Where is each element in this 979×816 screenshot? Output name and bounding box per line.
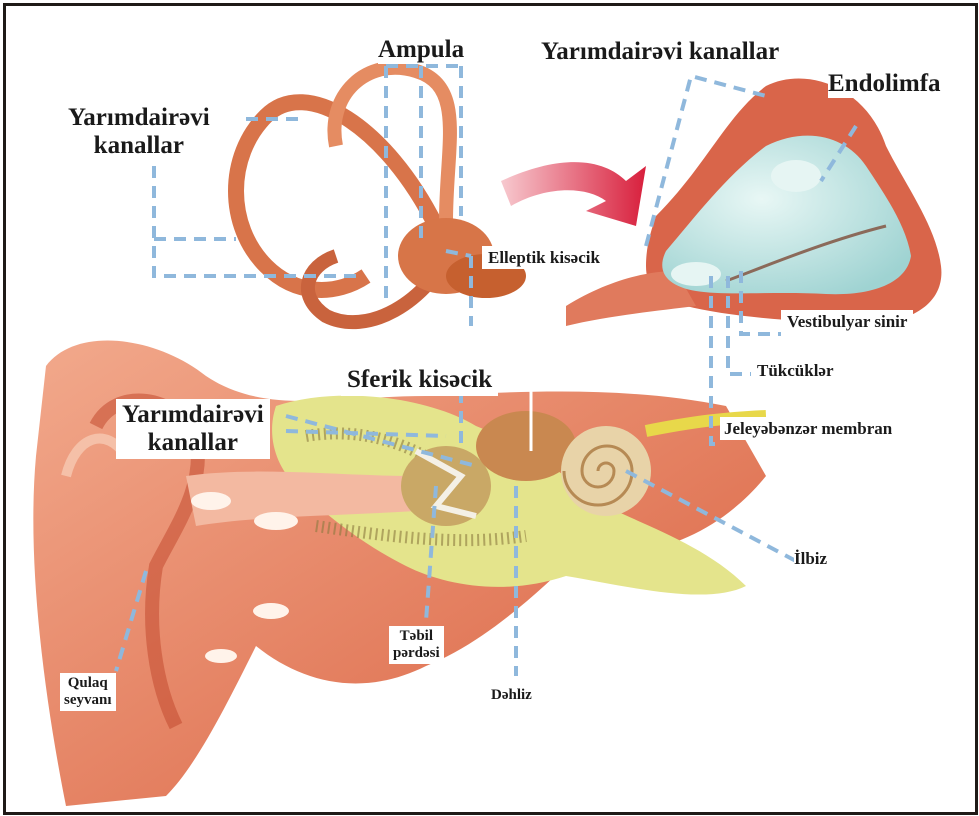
- magnify-arrow: [501, 162, 646, 226]
- label-line: Yarımdairəvi: [68, 104, 210, 132]
- label-saccule: Sferik kisəcik: [341, 364, 498, 396]
- label-line: pərdəsi: [393, 645, 440, 662]
- label-semicircular-canals-top: Yarımdairəvi kanallar: [68, 104, 210, 160]
- label-semicircular-canals-mid: Yarımdairəvi kanallar: [116, 399, 270, 459]
- label-ampula: Ampula: [378, 36, 464, 64]
- ear-bone-oval: [205, 649, 237, 663]
- label-hair-cells: Tükcüklər: [751, 359, 840, 382]
- label-line: kanallar: [122, 429, 264, 457]
- ear-bone-oval: [191, 492, 231, 510]
- label-cochlea: İlbiz: [794, 549, 827, 568]
- macula: [671, 262, 721, 286]
- label-vestibular-nerve: Vestibulyar sinir: [781, 310, 913, 333]
- label-line: Təbil: [393, 628, 440, 645]
- label-auricle: Qulaq seyvanı: [60, 673, 116, 711]
- ear-bone-oval: [253, 603, 289, 619]
- cochlea: [561, 426, 651, 516]
- semicircular-canals-detail: [236, 68, 526, 322]
- label-vestibule: Dəhliz: [487, 685, 536, 706]
- label-endolymph: Endolimfa: [828, 70, 941, 98]
- vestibule: [476, 411, 576, 481]
- label-gelatinous-membrane: Jeleyəbənzər membran: [720, 417, 896, 440]
- macula: [771, 160, 821, 192]
- label-semicircular-canals-right: Yarımdairəvi kanallar: [541, 38, 779, 66]
- label-line: kanallar: [68, 132, 210, 160]
- label-line: Qulaq: [64, 675, 112, 692]
- label-line: Yarımdairəvi: [122, 401, 264, 429]
- label-eardrum: Təbil pərdəsi: [389, 626, 444, 664]
- ear-bone-oval: [254, 512, 298, 530]
- label-utricle: Elleptik kisəcik: [482, 246, 606, 269]
- label-line: seyvanı: [64, 692, 112, 709]
- diagram-frame: Ampula Yarımdairəvi kanallar Yarımdairəv…: [3, 3, 978, 815]
